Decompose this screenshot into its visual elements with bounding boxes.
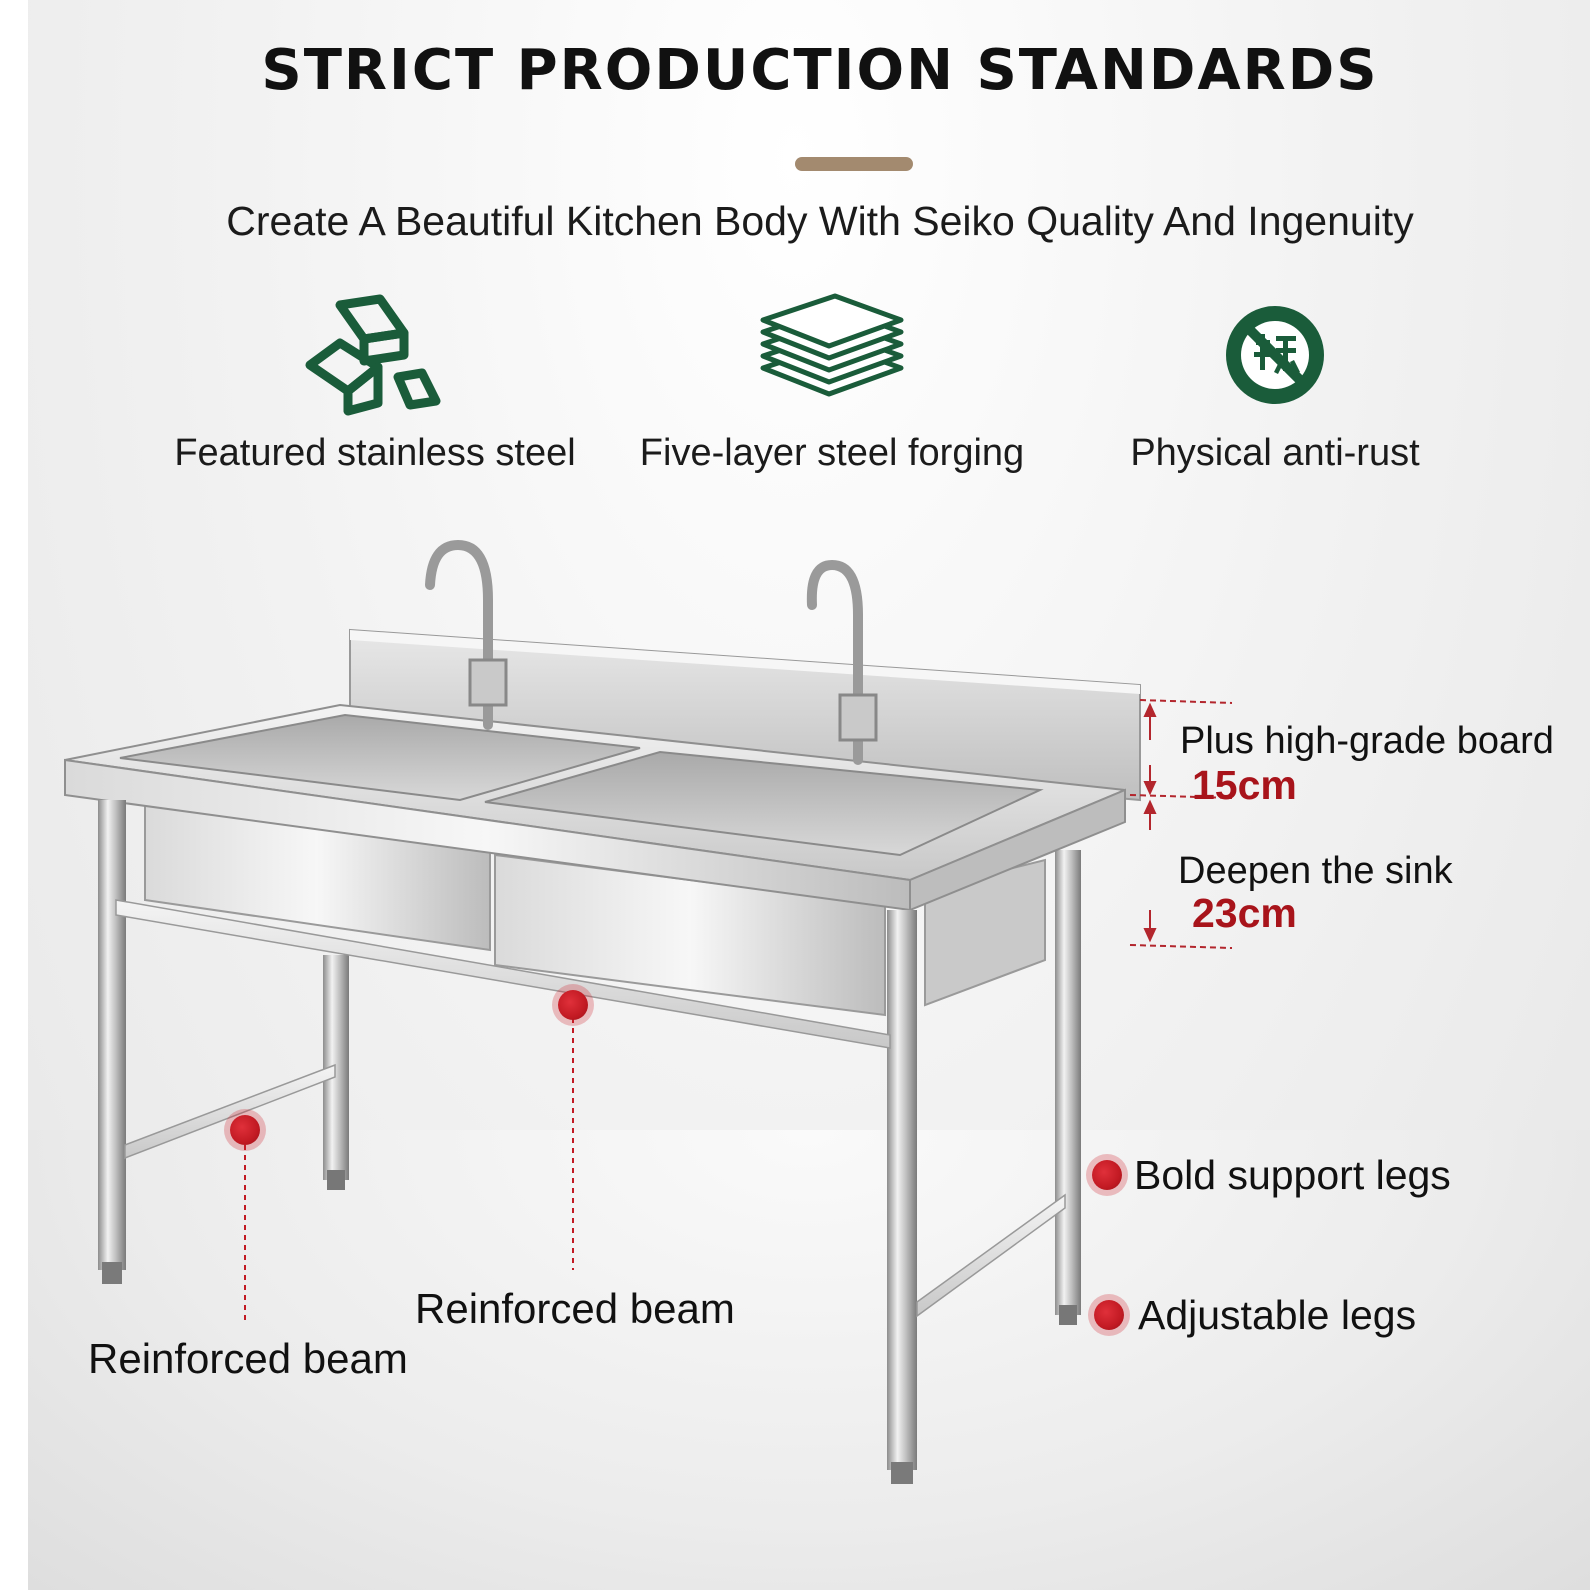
feature-label: Physical anti-rust [1130, 432, 1420, 474]
front-right-leg [887, 910, 917, 1470]
page-subtitle: Create A Beautiful Kitchen Body With Sei… [226, 198, 1414, 244]
feature-anti-rust: Physical anti-rust [1065, 290, 1485, 475]
legs-marker [1092, 1160, 1122, 1190]
stacked-layers-icon [622, 290, 1042, 420]
sink-depth-size: 23cm [1192, 890, 1297, 936]
beam-left-label: Reinforced beam [88, 1335, 408, 1382]
feature-five-layer: Five-layer steel forging [622, 290, 1042, 475]
title-divider [795, 157, 913, 171]
faucet-left [425, 539, 508, 730]
steel-ingots-icon [165, 290, 585, 420]
faucet-right [806, 559, 878, 765]
adjustable-legs-label: Adjustable legs [1138, 1292, 1417, 1338]
left-margin [0, 0, 28, 1590]
support-legs-label: Bold support legs [1134, 1152, 1451, 1198]
beam-left-marker [230, 1115, 260, 1145]
rear-right-leg [1055, 850, 1081, 1315]
front-left-leg [98, 800, 126, 1270]
board-size: 15cm [1192, 762, 1297, 808]
no-rust-icon [1065, 290, 1485, 420]
feature-label: Five-layer steel forging [639, 432, 1025, 474]
page-title: STRICT PRODUCTION STANDARDS [261, 38, 1379, 103]
adjustable-marker [1094, 1300, 1124, 1330]
backsplash-board [349, 628, 1141, 802]
reinforced-beams [115, 899, 1066, 1318]
dimension-marks [1129, 699, 1233, 949]
beam-center-marker [558, 990, 588, 1020]
beam-center-label: Reinforced beam [415, 1285, 735, 1332]
feature-stainless-steel: Featured stainless steel [165, 290, 585, 475]
feature-label: Featured stainless steel [174, 432, 576, 474]
floor-backdrop [28, 1130, 1590, 1590]
board-label: Plus high-grade board [1180, 720, 1554, 762]
sink-depth-label: Deepen the sink [1178, 850, 1453, 892]
leader-lines [244, 1008, 574, 1320]
